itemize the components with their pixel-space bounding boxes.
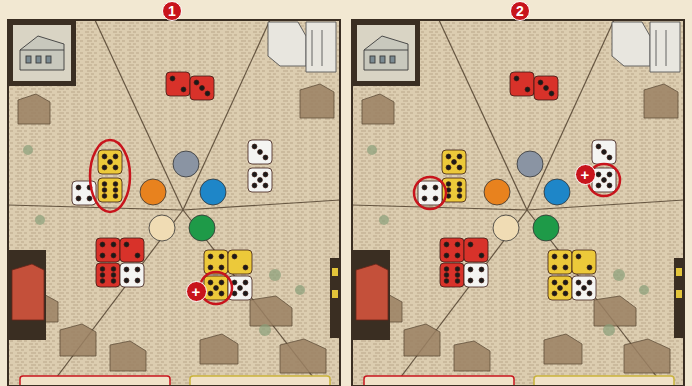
plus-badge: + [186,281,207,302]
plus-badge-text: + [581,167,590,182]
board-panel [8,20,340,386]
step-number-text: 1 [168,4,176,18]
step-number-text: 2 [516,4,524,18]
step-number: 2 [510,1,530,21]
plus-badge-text: + [192,284,201,299]
plus-badge: + [575,164,596,185]
board-panel [352,20,684,386]
step-number: 1 [162,1,182,21]
